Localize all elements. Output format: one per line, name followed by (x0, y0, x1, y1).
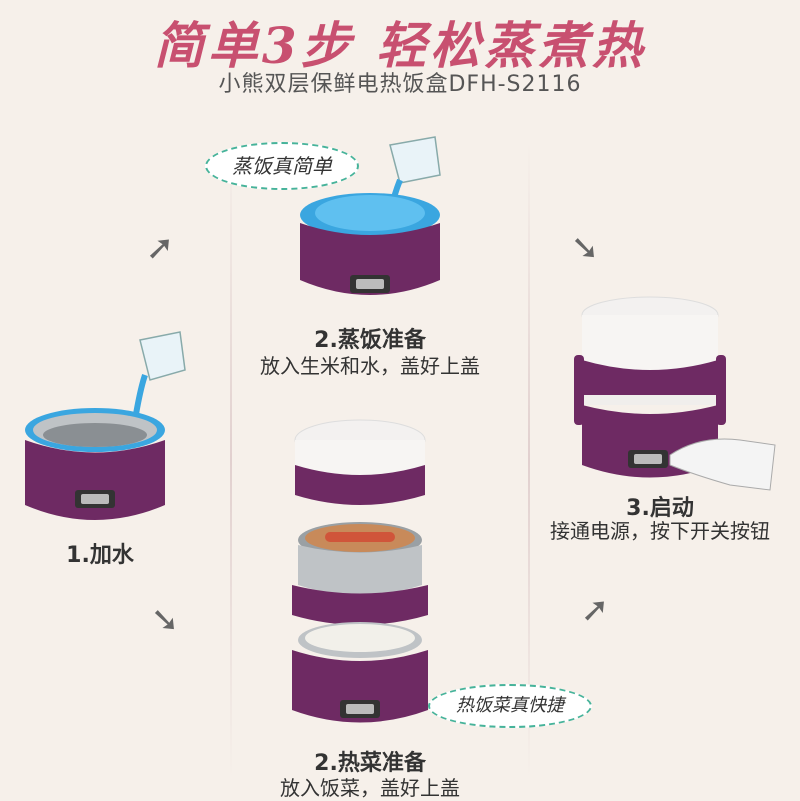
heat-bubble: 热饭菜真快捷 (428, 684, 592, 728)
step3-illustration (570, 295, 780, 505)
page-title: 简单3步 轻松蒸煮热 (153, 16, 647, 75)
steam-bubble: 蒸饭真简单 (205, 142, 359, 190)
step2b-title: 2.热菜准备 (314, 751, 426, 776)
step1-illustration (15, 330, 186, 550)
arrow-icon: ➚ (580, 590, 610, 630)
pointing-hand-icon (669, 438, 776, 491)
step2a-desc: 放入生米和水，盖好上盖 (260, 354, 480, 378)
step3-title: 3.启动 (626, 496, 694, 521)
divider-left (230, 140, 232, 780)
step2b-illustration (280, 410, 450, 740)
step3-desc: 接通电源，按下开关按钮 (550, 519, 770, 543)
step2a-title: 2.蒸饭准备 (314, 328, 426, 353)
product-subtitle: 小熊双层保鲜电热饭盒DFH-S2116 (218, 72, 582, 97)
step2a-illustration (290, 135, 460, 315)
divider-right (528, 140, 530, 780)
arrow-icon: ➘ (150, 600, 180, 640)
arrow-icon: ➘ (570, 228, 600, 268)
step2b-desc: 放入饭菜，盖好上盖 (280, 776, 460, 800)
pouring-cup-icon (132, 331, 186, 421)
step1-title: 1.加水 (66, 543, 134, 568)
arrow-icon: ➚ (145, 228, 175, 268)
